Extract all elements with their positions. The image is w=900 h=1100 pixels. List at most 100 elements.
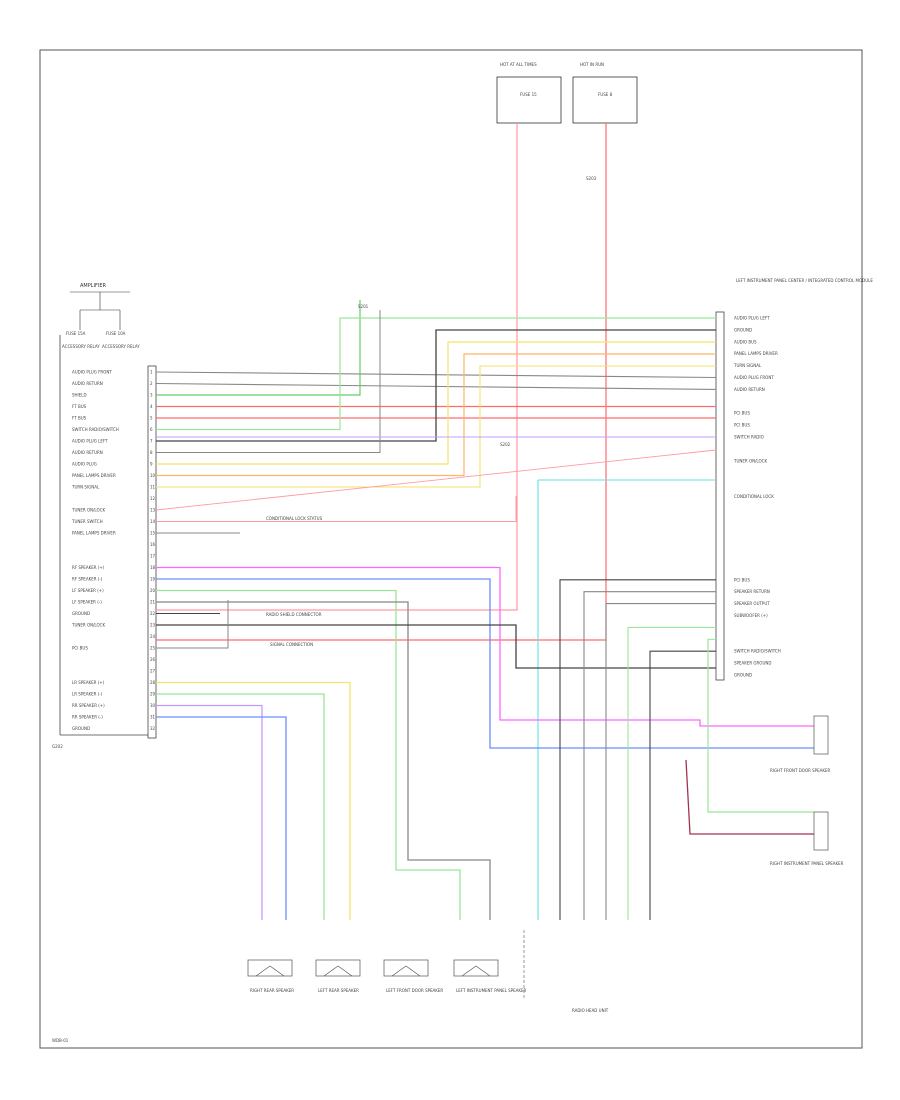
bottom-speaker-label: RIGHT REAR SPEAKER <box>250 988 294 993</box>
left-pin-number: 17 <box>150 554 156 559</box>
wire <box>156 704 263 920</box>
right-speaker-1: RIGHT FRONT DOOR SPEAKER <box>770 715 831 773</box>
left-pin-label: AUDIO RETURN <box>72 450 103 455</box>
splice-label-1: S201 <box>358 304 369 309</box>
left-pin-number: 10 <box>150 473 156 478</box>
left-pin-number: 16 <box>150 542 156 547</box>
bottom-speaker: RIGHT REAR SPEAKER <box>247 959 294 993</box>
left-pin-label: RR SPEAKER (-) <box>72 715 103 720</box>
left-pin-number: 15 <box>150 531 156 536</box>
left-pin-label: SHIELD <box>72 393 87 398</box>
top-fuse-2-note: FUSE 8 <box>598 92 613 97</box>
left-module-b-label: ACCESSORY RELAY <box>102 344 140 349</box>
wire <box>156 123 607 641</box>
wire <box>156 681 351 920</box>
wire <box>559 579 716 920</box>
right-speaker-2: RIGHT INSTRUMENT PANEL SPEAKER <box>770 811 844 866</box>
left-pin-label: RF SPEAKER (+) <box>72 565 105 570</box>
wire <box>156 624 716 669</box>
bottom-speakers: RIGHT REAR SPEAKER LEFT REAR SPEAKER LEFT … <box>247 959 527 993</box>
left-pin-number: 32 <box>150 726 156 731</box>
wire <box>156 329 716 442</box>
right-pin-label: GROUND <box>734 673 752 678</box>
left-pin-number: 30 <box>150 703 156 708</box>
right-pin-label: SWITCH RADIO/SWITCH <box>734 649 781 654</box>
left-pin-number: 9 <box>150 462 153 467</box>
wire <box>155 449 717 511</box>
left-pin-label: GROUND <box>72 611 90 616</box>
left-fuse-a-label: FUSE 15A <box>66 331 86 336</box>
wire <box>156 566 814 727</box>
left-pin-number: 27 <box>150 669 156 674</box>
left-pin-label: RR SPEAKER (+) <box>72 703 105 708</box>
radio-unit: RADIO HEAD UNIT <box>523 930 609 1013</box>
left-pin-number: 13 <box>150 508 156 513</box>
left-pin-number: 23 <box>150 623 156 628</box>
left-pin-number: 11 <box>150 485 156 490</box>
right-pin-label: PCI BUS <box>734 577 750 582</box>
footer-label: WDB-01 <box>52 1038 69 1043</box>
note-2: RADIO SHIELD CONNECTOR <box>266 612 322 617</box>
left-fuse-b-label: FUSE 10A <box>106 331 126 336</box>
top-fuse-2-label: HOT IN RUN <box>580 62 604 67</box>
right-module-title: LEFT INSTRUMENT PANEL CENTER / INTEGRATE… <box>736 278 873 283</box>
left-pin-number: 14 <box>150 519 156 524</box>
wire <box>156 353 716 477</box>
bottom-speaker: LEFT INSTRUMENT PANEL SPEAKER <box>453 959 527 993</box>
right-connector <box>715 311 725 681</box>
left-pin-label: SWITCH RADIO/SWITCH <box>72 427 119 432</box>
right-pin-label: AUDIO PLUG FRONT <box>734 375 774 380</box>
left-pin-number: 7 <box>150 439 153 444</box>
note-3: SIGNAL CONNECTION <box>270 642 313 647</box>
left-pin-label: TUNER SWITCH <box>71 519 103 524</box>
right-pin-label: SPEAKER OUTPUT <box>734 601 770 606</box>
left-pin-label: AUDIO RETURN <box>72 381 103 386</box>
left-pin-number: 20 <box>150 588 156 593</box>
radio-label: RADIO HEAD UNIT <box>572 1008 609 1013</box>
left-pin-label: AUDIO PLUG FRONT <box>72 370 112 375</box>
wire <box>156 589 461 920</box>
left-pin-number: 6 <box>150 427 153 432</box>
wire <box>583 591 716 920</box>
left-pin-label: PCI BUS <box>72 646 88 651</box>
wire <box>156 317 716 431</box>
right-speaker-2-label: RIGHT INSTRUMENT PANEL SPEAKER <box>770 861 844 866</box>
left-pin-label: PANEL LAMPS DRIVER <box>72 473 116 478</box>
left-pin-number: 22 <box>150 611 156 616</box>
left-pin-number: 12 <box>150 496 156 501</box>
splice-label-2: S202 <box>500 442 511 447</box>
left-pin-label: LR SPEAKER (+) <box>72 680 105 685</box>
bottom-speaker-label: LEFT FRONT DOOR SPEAKER <box>386 988 443 993</box>
wire <box>156 693 325 920</box>
bottom-speaker: LEFT FRONT DOOR SPEAKER <box>383 959 443 993</box>
left-pin-label: AUDIO PLUG LEFT <box>72 439 108 444</box>
right-pin-label: AUDIO PLUG LEFT <box>734 316 770 321</box>
top-fuse-1-note: FUSE 15 <box>520 92 537 97</box>
right-pin-label: TURN SIGNAL <box>733 363 762 368</box>
left-pin-label: LF SPEAKER (-) <box>72 600 102 605</box>
note-1: CONDITIONAL LOCK STATUS <box>266 516 323 521</box>
wire <box>156 496 517 522</box>
left-pin-label: FT BUS <box>72 404 87 409</box>
right-pin-label: SPEAKER RETURN <box>734 589 770 594</box>
wire <box>156 300 361 396</box>
wire <box>649 650 716 920</box>
wire <box>707 638 814 813</box>
right-pin-label: PCI BUS <box>734 423 750 428</box>
right-pin-label: SWITCH RADIO <box>734 435 764 440</box>
right-pin-label: PANEL LAMPS DRIVER <box>734 351 778 356</box>
bottom-speaker-label: LEFT REAR SPEAKER <box>318 988 359 993</box>
left-pin-number: 21 <box>150 600 156 605</box>
amplifier-label: AMPLIFIER <box>80 283 107 289</box>
right-speaker-1-label: RIGHT FRONT DOOR SPEAKER <box>770 768 831 773</box>
left-module-a-label: ACCESSORY RELAY <box>62 344 100 349</box>
top-fuse-1-label: HOT AT ALL TIMES <box>500 62 537 67</box>
left-pin-number: 31 <box>150 715 156 720</box>
left-pin-label: FT BUS <box>72 416 87 421</box>
left-pin-label: GROUND <box>72 726 90 731</box>
wire <box>156 716 287 920</box>
left-pin-number: 4 <box>150 404 153 409</box>
